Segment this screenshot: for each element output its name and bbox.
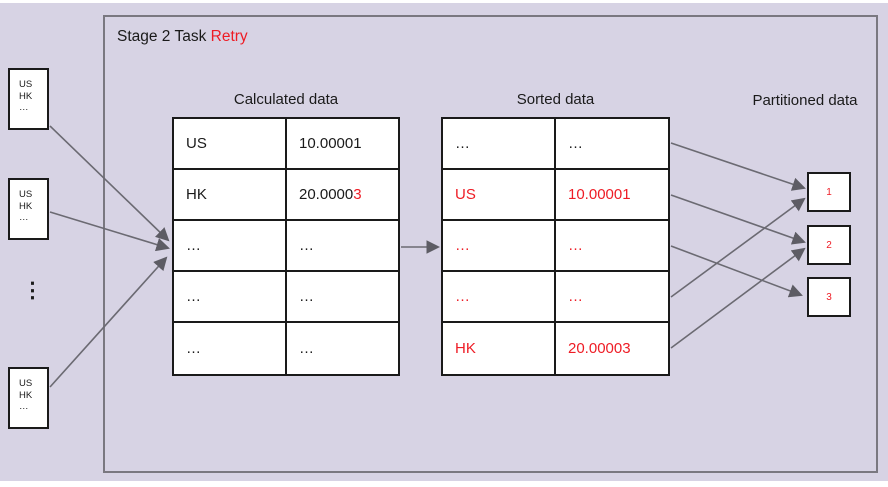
table-cell: US (174, 119, 287, 170)
input-block-line: US (19, 378, 33, 389)
input-block-line: HK (19, 389, 33, 401)
partition-box-3: 3 (807, 277, 851, 317)
vertical-ellipsis-icon: ⋮ (22, 279, 43, 302)
top-margin (0, 0, 888, 3)
input-block-line: HK (19, 90, 33, 102)
input-block-line: … (19, 401, 29, 412)
partition-box-label: 1 (826, 186, 832, 198)
sorted-table-title: Sorted data (516, 91, 595, 108)
table-cell: US (443, 170, 556, 221)
partition-box-label: 3 (826, 291, 832, 303)
input-block-line: … (19, 102, 29, 113)
table-cell: 20.00003 (568, 340, 631, 357)
input-block-1: US HK … (8, 68, 49, 130)
table-cell: … (443, 119, 556, 170)
input-block-2: US HK … (8, 178, 49, 240)
input-block-line: … (19, 212, 29, 223)
partitioned-title: Partitioned data (752, 92, 858, 109)
table-cell: 10.00001 (287, 119, 398, 170)
cell-highlight: 3 (353, 186, 362, 203)
partition-box-label: 2 (826, 239, 832, 251)
table-cell: 10.00001 (556, 170, 668, 221)
diagram-title: Stage 2 Task Retry (117, 28, 248, 46)
input-block-line: US (19, 79, 33, 90)
table-cell: … (299, 340, 314, 357)
calculated-table-title: Calculated data (233, 91, 339, 108)
table-cell: … (174, 323, 287, 374)
diagram-title-text: Stage 2 Task (117, 28, 211, 45)
table-cell: HK (443, 323, 556, 374)
sorted-table: … … US 10.00001 … … … … HK 20.00003 (441, 117, 670, 376)
table-cell: … (174, 221, 287, 272)
table-cell: HK (174, 170, 287, 221)
table-cell: … (556, 119, 668, 170)
table-cell: … (287, 272, 398, 323)
table-cell: … (443, 272, 556, 323)
input-block-line: US (19, 189, 33, 200)
input-block-line: HK (19, 200, 33, 212)
table-cell: … (556, 272, 668, 323)
table-cell: … (443, 221, 556, 272)
partition-box-1: 1 (807, 172, 851, 212)
partition-box-2: 2 (807, 225, 851, 265)
input-block-3: US HK … (8, 367, 49, 429)
diagram-title-highlight: Retry (210, 28, 248, 45)
table-cell: … (174, 272, 287, 323)
table-cell: … (556, 221, 668, 272)
table-cell: … (287, 221, 398, 272)
bottom-margin (0, 481, 888, 487)
